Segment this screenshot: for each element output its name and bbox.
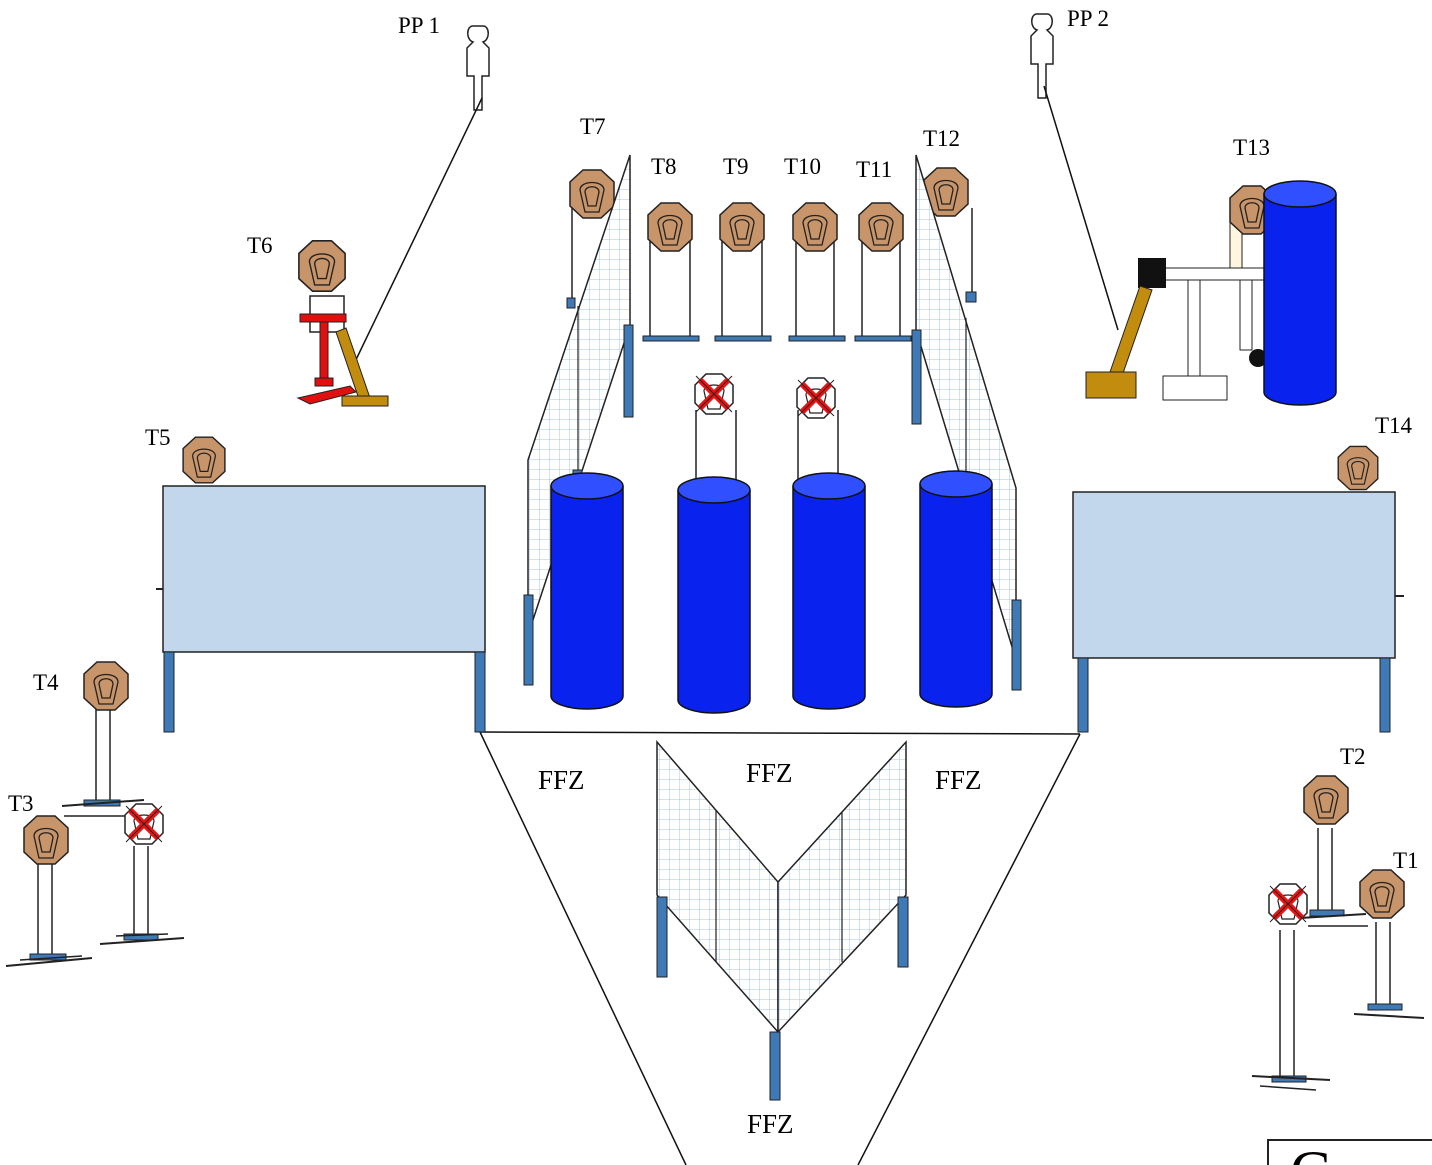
label-pp1: PP 1 xyxy=(398,13,440,38)
t13-swinger-assembly xyxy=(1085,180,1337,406)
label-t4: T4 xyxy=(33,670,59,695)
back-row-stands xyxy=(649,228,901,338)
labels: PP 1 PP 2 T1 T2 T3 T4 T5 T6 T7 T8 T9 T10… xyxy=(8,6,1419,1139)
back-row-targets xyxy=(647,202,904,252)
t1-t2-group xyxy=(1251,775,1425,1091)
label-t1: T1 xyxy=(1393,848,1419,873)
pp1-shooting-position xyxy=(351,25,490,369)
back-row-bases xyxy=(642,335,912,342)
label-t9: T9 xyxy=(723,154,749,179)
label-t5: T5 xyxy=(145,425,171,450)
label-t10: T10 xyxy=(784,154,821,179)
pp2-shooting-position xyxy=(1030,13,1119,331)
label-ffz-left: FFZ xyxy=(538,765,585,795)
label-t6: T6 xyxy=(247,233,273,258)
label-ffz-bottom: FFZ xyxy=(747,1109,794,1139)
center-no-shoots xyxy=(695,374,839,490)
corner-box-glyph: G xyxy=(1290,1139,1333,1165)
label-t8: T8 xyxy=(651,154,677,179)
label-t11: T11 xyxy=(856,157,892,182)
label-pp2: PP 2 xyxy=(1067,6,1109,31)
right-wall xyxy=(1072,445,1404,733)
label-t12: T12 xyxy=(923,126,960,151)
label-t2: T2 xyxy=(1340,744,1366,769)
label-t3: T3 xyxy=(8,791,34,816)
v-mesh-barrier xyxy=(656,739,909,1101)
t6-target-stand xyxy=(296,240,389,407)
center-barrels xyxy=(550,470,993,714)
label-t14: T14 xyxy=(1375,413,1413,438)
label-t13: T13 xyxy=(1233,135,1270,160)
t3-t4-group xyxy=(5,661,185,967)
label-ffz-center: FFZ xyxy=(746,758,793,788)
label-ffz-right: FFZ xyxy=(935,765,982,795)
fault-lines xyxy=(479,731,1081,1165)
left-wall xyxy=(156,436,486,733)
label-t7: T7 xyxy=(580,114,606,139)
corner-box: G xyxy=(1267,1139,1432,1165)
